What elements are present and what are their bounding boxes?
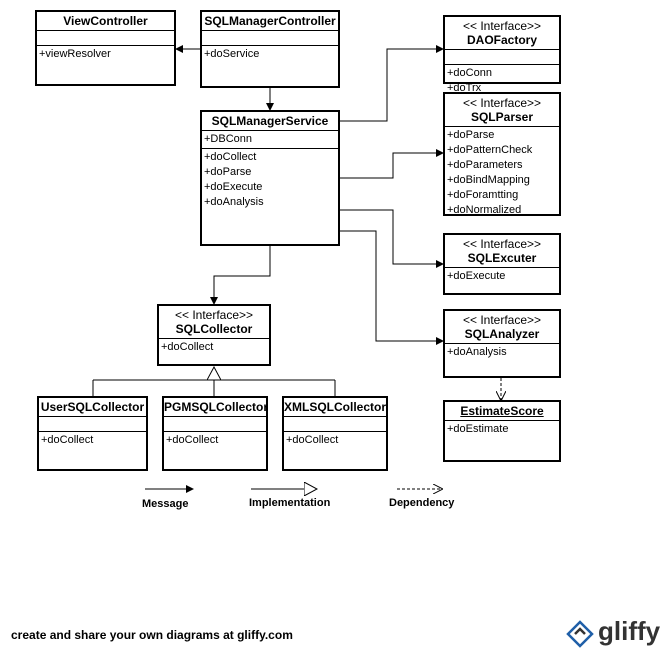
- class-sqlexcuter[interactable]: << Interface>>SQLExcuter +doExecute: [443, 233, 561, 295]
- class-member: +doExecute: [204, 181, 263, 193]
- class-title: << Interface>>SQLExcuter: [445, 235, 559, 268]
- class-section: +doParse +doPatternCheck +doParameters +doB…: [445, 127, 559, 219]
- class-viewcontroller[interactable]: ViewController +viewResolver: [35, 10, 176, 86]
- class-member: +DBConn: [204, 133, 253, 145]
- class-section: [445, 50, 559, 65]
- edge-service-to-sqlexcuter: [340, 209, 444, 268]
- class-name: DAOFactory: [466, 33, 537, 47]
- gliffy-logo-icon[interactable]: [566, 618, 654, 648]
- class-stereotype: << Interface>>: [462, 313, 542, 327]
- class-section: +doConn +doTrx: [445, 65, 559, 97]
- class-member: +doForamtting: [447, 189, 519, 201]
- class-member: +doParse: [204, 166, 252, 178]
- class-name: EstimateScore: [460, 404, 544, 418]
- gliffy-logo-text: gliffy: [598, 616, 661, 646]
- class-section: [37, 31, 174, 46]
- class-section: +doAnalysis: [445, 344, 559, 361]
- class-name: SQLExcuter: [467, 251, 537, 265]
- class-name: SQLCollector: [175, 322, 253, 336]
- class-section: [164, 417, 266, 432]
- class-member: +doAnalysis: [204, 196, 264, 208]
- class-usersqlcollector[interactable]: UserSQLCollector +doCollect: [37, 396, 148, 471]
- class-member: +doExecute: [447, 270, 506, 282]
- class-stereotype: << Interface>>: [174, 308, 254, 322]
- class-name: PGMSQLCollector: [164, 400, 269, 414]
- class-section: +doCollect: [284, 432, 386, 449]
- class-section: +doExecute: [445, 268, 559, 285]
- class-section: +doCollect: [39, 432, 146, 449]
- class-name: XMLSQLCollector: [284, 400, 387, 414]
- class-title: UserSQLCollector: [39, 398, 146, 417]
- class-title: PGMSQLCollector: [164, 398, 269, 417]
- edge-service-to-sqlparser: [340, 149, 444, 179]
- class-member: +doParse: [447, 129, 495, 141]
- class-stereotype: << Interface>>: [462, 96, 542, 110]
- class-title: SQLManagerService: [202, 112, 338, 131]
- class-section: +doCollect +doParse +doExecute +doAnalysis: [202, 149, 338, 211]
- class-member: +doBindMapping: [447, 174, 530, 186]
- class-member: +doCollect: [204, 151, 257, 163]
- footer-text: create and share your own diagrams at gl…: [11, 628, 293, 642]
- class-section: [39, 417, 146, 432]
- class-title: << Interface>>SQLCollector: [159, 306, 269, 339]
- class-member: +viewResolver: [39, 48, 111, 60]
- legend-dependency-label: Dependency: [389, 497, 455, 509]
- class-title: XMLSQLCollector: [284, 398, 386, 417]
- class-member: +doCollect: [166, 434, 219, 446]
- class-stereotype: << Interface>>: [462, 237, 542, 251]
- class-title: SQLManagerController: [202, 12, 338, 31]
- class-name: SQLManagerController: [204, 14, 336, 28]
- class-name: SQLParser: [470, 110, 534, 124]
- class-title: << Interface>>SQLAnalyzer: [445, 311, 559, 344]
- class-name: SQLManagerService: [211, 114, 329, 128]
- class-sqlanalyzer[interactable]: << Interface>>SQLAnalyzer +doAnalysis: [443, 309, 561, 378]
- class-stereotype: << Interface>>: [462, 19, 542, 33]
- class-xmlsqlcollector[interactable]: XMLSQLCollector +doCollect: [282, 396, 388, 471]
- class-section: +doCollect: [159, 339, 269, 356]
- class-sqlparser[interactable]: << Interface>>SQLParser +doParse +doPatter…: [443, 92, 561, 216]
- class-pgmsqlcollector[interactable]: PGMSQLCollector +doCollect: [162, 396, 268, 471]
- class-name: UserSQLCollector: [40, 400, 145, 414]
- class-member: +doTrx: [447, 82, 482, 94]
- class-title: << Interface>>DAOFactory: [445, 17, 559, 50]
- class-section: +viewResolver: [37, 46, 174, 63]
- class-section: +doService: [202, 46, 338, 63]
- class-member: +doService: [204, 48, 260, 60]
- class-estimatescore[interactable]: EstimateScore +doEstimate: [443, 400, 561, 462]
- class-member: +doAnalysis: [447, 346, 507, 358]
- class-section: +doEstimate: [445, 421, 559, 438]
- edge-service-to-daofactory: [340, 45, 444, 122]
- class-name: ViewController: [63, 14, 148, 28]
- class-title: EstimateScore: [445, 402, 559, 421]
- class-member: +doEstimate: [447, 423, 509, 435]
- class-member: +doCollect: [41, 434, 94, 446]
- class-member: +doParameters: [447, 159, 523, 171]
- legend-message-label: Message: [142, 498, 189, 510]
- class-section: +DBConn: [202, 131, 338, 149]
- class-section: [284, 417, 386, 432]
- class-sqlcollector[interactable]: << Interface>>SQLCollector +doCollect: [157, 304, 271, 366]
- class-sqlmanagercontroller[interactable]: SQLManagerController +doService: [200, 10, 340, 88]
- class-sqlmanagerservice[interactable]: SQLManagerService +DBConn +doCollect +doPar…: [200, 110, 340, 246]
- class-section: +doCollect: [164, 432, 266, 449]
- class-member: +doNormalized: [447, 204, 522, 216]
- class-name: SQLAnalyzer: [464, 327, 540, 341]
- class-member: +doCollect: [286, 434, 339, 446]
- legend-implementation-label: Implementation: [249, 497, 331, 509]
- class-member: +doCollect: [161, 341, 214, 353]
- class-title: ViewController: [37, 12, 174, 31]
- class-section: [202, 31, 338, 46]
- class-member: +doPatternCheck: [447, 144, 533, 156]
- class-member: +doConn: [447, 67, 492, 79]
- edge-service-to-sqlcollector: [210, 246, 271, 305]
- class-title: << Interface>>SQLParser: [445, 94, 559, 127]
- edge-service-to-sqlanalyzer: [340, 230, 444, 345]
- class-daofactory[interactable]: << Interface>>DAOFactory +doConn +doTrx: [443, 15, 561, 94]
